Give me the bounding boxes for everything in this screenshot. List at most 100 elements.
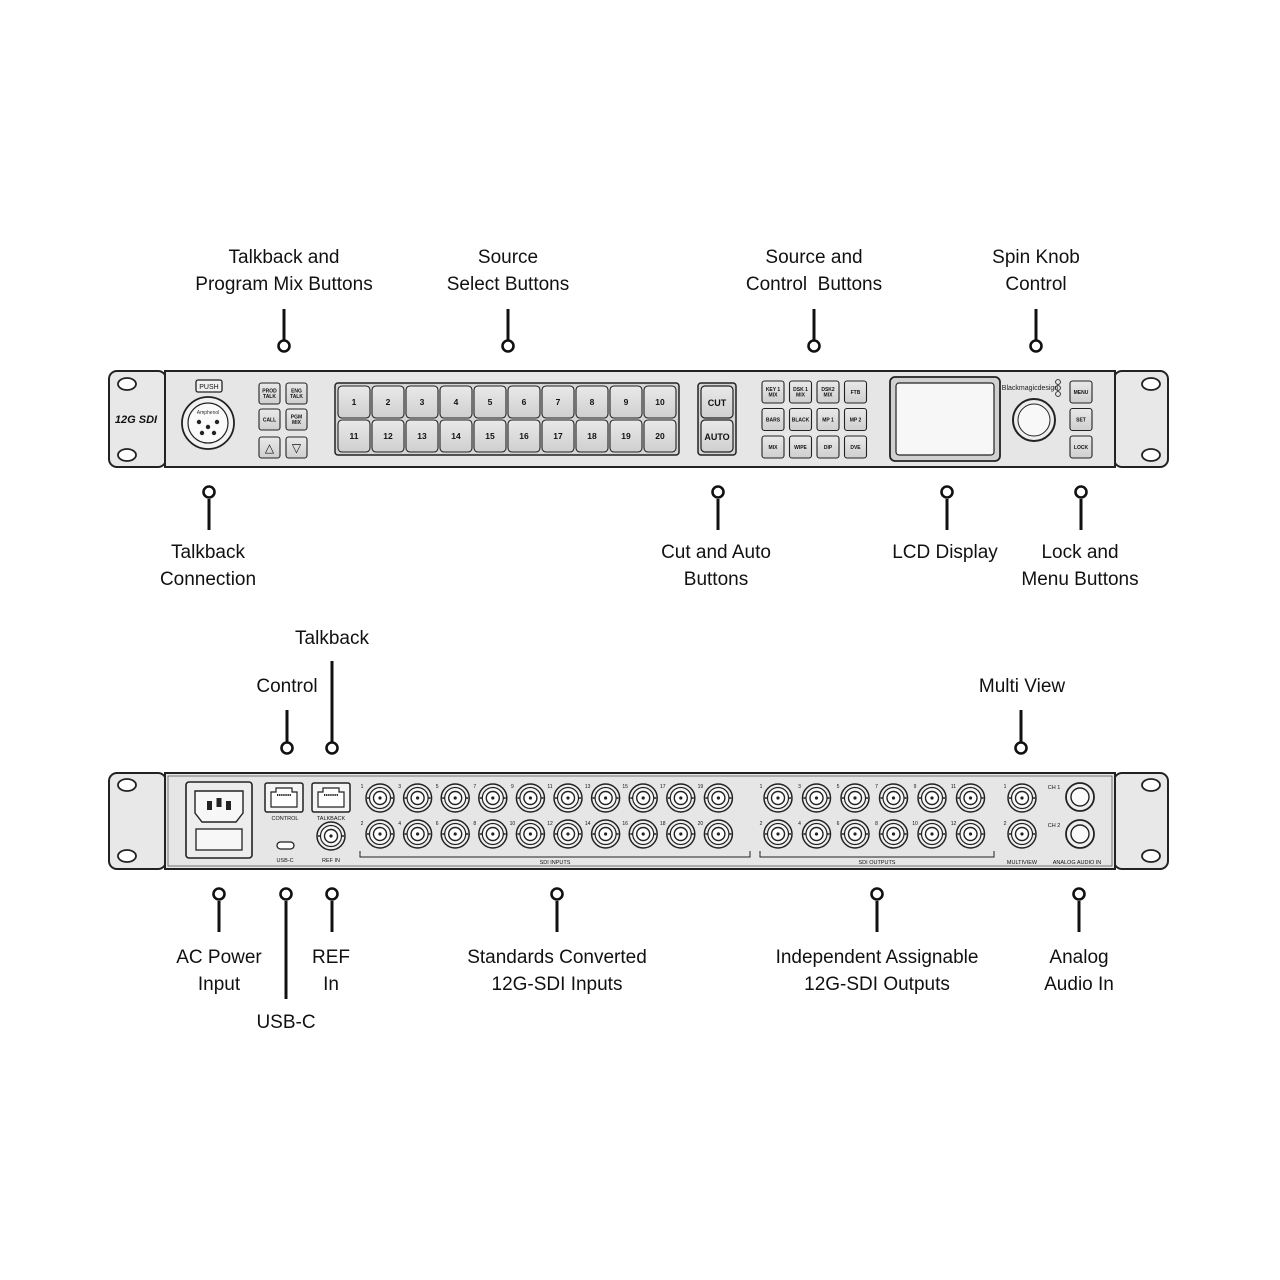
usb-c-port[interactable]: [276, 841, 295, 850]
sdi-input-7[interactable]: [478, 783, 508, 813]
source-button-11[interactable]: 11: [337, 419, 371, 453]
sdi-output-11[interactable]: [955, 783, 986, 813]
source-button-17[interactable]: 17: [541, 419, 575, 453]
source-button-13[interactable]: 13: [405, 419, 439, 453]
sdi-input-16[interactable]: [628, 819, 658, 849]
control-ethernet-port[interactable]: [264, 782, 304, 813]
ref-in-bnc[interactable]: [316, 821, 346, 851]
control-button-ftb[interactable]: FTB: [843, 380, 868, 404]
sdi-input-14[interactable]: [590, 819, 621, 849]
bnc-pin: [930, 796, 934, 800]
talkback-xlr-connector[interactable]: PUSH Amphenol: [181, 379, 235, 450]
sdi-output-4[interactable]: [801, 819, 832, 849]
talkback-button-arrow-4[interactable]: △: [258, 436, 281, 459]
sdi-input-3[interactable]: [402, 783, 433, 813]
control-button-mp-1[interactable]: MP 1: [816, 407, 840, 432]
ref-in-bnc-connector[interactable]: [316, 821, 346, 851]
spin-knob[interactable]: [1012, 398, 1056, 442]
talkback-button-arrow-5[interactable]: ▽: [285, 436, 308, 459]
sdi-input-4[interactable]: [402, 819, 433, 849]
control-button-bars[interactable]: BARS: [761, 407, 785, 432]
source-button-7[interactable]: 7: [541, 385, 575, 419]
sdi-output-1[interactable]: [763, 783, 793, 813]
source-button-4[interactable]: 4: [439, 385, 473, 419]
sdi-output-2[interactable]: [763, 819, 793, 849]
brand-logo-icon: [1055, 385, 1061, 391]
source-button-19[interactable]: 19: [609, 419, 643, 453]
multiview-output-2[interactable]: [1007, 819, 1037, 849]
sdi-input-11[interactable]: [553, 783, 583, 813]
sdi-input-19[interactable]: [703, 783, 734, 813]
sdi-input-2[interactable]: [365, 819, 395, 849]
analog-audio-ch1-jack[interactable]: [1065, 782, 1095, 812]
lock-button[interactable]: LOCK: [1069, 435, 1093, 459]
source-button-8[interactable]: 8: [575, 385, 609, 419]
sdi-input-1[interactable]: [365, 783, 395, 813]
sdi-output-3[interactable]: [801, 783, 832, 813]
sdi-input-20[interactable]: [703, 819, 734, 849]
button-face: [761, 407, 785, 432]
leader-dot-lcd-display: [940, 485, 954, 499]
source-button-14[interactable]: 14: [439, 419, 473, 453]
control-button-mix[interactable]: MIX: [761, 435, 785, 459]
sdi-output-6[interactable]: [840, 819, 870, 849]
menu-button[interactable]: MENU: [1069, 380, 1093, 404]
connector-number: 9: [914, 784, 917, 790]
sdi-input-12[interactable]: [553, 819, 583, 849]
sdi-input-10[interactable]: [515, 819, 546, 849]
sdi-outputs-label: SDI OUTPUTS: [859, 860, 896, 866]
multiview-output-1[interactable]: [1007, 783, 1037, 813]
sdi-input-13[interactable]: [590, 783, 621, 813]
source-button-9[interactable]: 9: [609, 385, 643, 419]
sdi-input-8[interactable]: [478, 819, 508, 849]
sdi-input-18[interactable]: [666, 819, 696, 849]
sdi-input-6[interactable]: [440, 819, 470, 849]
source-button-6[interactable]: 6: [507, 385, 541, 419]
bnc-pin: [528, 796, 533, 800]
sdi-input-17[interactable]: [666, 783, 696, 813]
control-button-dve[interactable]: DVE: [843, 435, 868, 459]
sdi-output-12[interactable]: [955, 819, 986, 849]
cut-button[interactable]: CUT: [700, 385, 734, 419]
source-button-18[interactable]: 18: [575, 419, 609, 453]
ac-power-input[interactable]: [185, 781, 253, 859]
control-button-black[interactable]: BLACK: [788, 407, 813, 432]
control-button-mp-2[interactable]: MP 2: [843, 407, 868, 432]
source-button-12[interactable]: 12: [371, 419, 405, 453]
source-button-1[interactable]: 1: [337, 385, 371, 419]
source-button-5[interactable]: 5: [473, 385, 507, 419]
sdi-output-5[interactable]: [840, 783, 870, 813]
source-button-16[interactable]: 16: [507, 419, 541, 453]
control-button-wipe[interactable]: WIPE: [788, 435, 813, 459]
control-button-dip[interactable]: DIP: [816, 435, 840, 459]
auto-button[interactable]: AUTO: [700, 419, 734, 453]
source-button-10[interactable]: 10: [643, 385, 677, 419]
sdi-output-8[interactable]: [878, 819, 909, 849]
source-button-3[interactable]: 3: [405, 385, 439, 419]
callout-line2: Audio In: [1044, 974, 1114, 995]
source-button-20[interactable]: 20: [643, 419, 677, 453]
set-button[interactable]: SET: [1069, 407, 1093, 432]
callout-line2: In: [323, 974, 339, 995]
talkback-ethernet-port[interactable]: [311, 782, 351, 813]
sdi-output-7[interactable]: [878, 783, 909, 813]
sdi-input-9[interactable]: [515, 783, 546, 813]
callout-line2: Menu Buttons: [1021, 569, 1139, 590]
source-button-15[interactable]: 15: [473, 419, 507, 453]
source-button-label: 4: [454, 397, 459, 407]
analog-audio-ch2-jack[interactable]: [1065, 819, 1095, 849]
sdi-input-5[interactable]: [440, 783, 470, 813]
talkback-button-call[interactable]: CALL: [258, 408, 281, 431]
button-face: [439, 419, 473, 453]
sdi-input-15[interactable]: [628, 783, 658, 813]
source-button-2[interactable]: 2: [371, 385, 405, 419]
leader-dot-ac-power: [212, 887, 226, 901]
sdi-output-9[interactable]: [917, 783, 947, 813]
sdi-output-10[interactable]: [917, 819, 947, 849]
